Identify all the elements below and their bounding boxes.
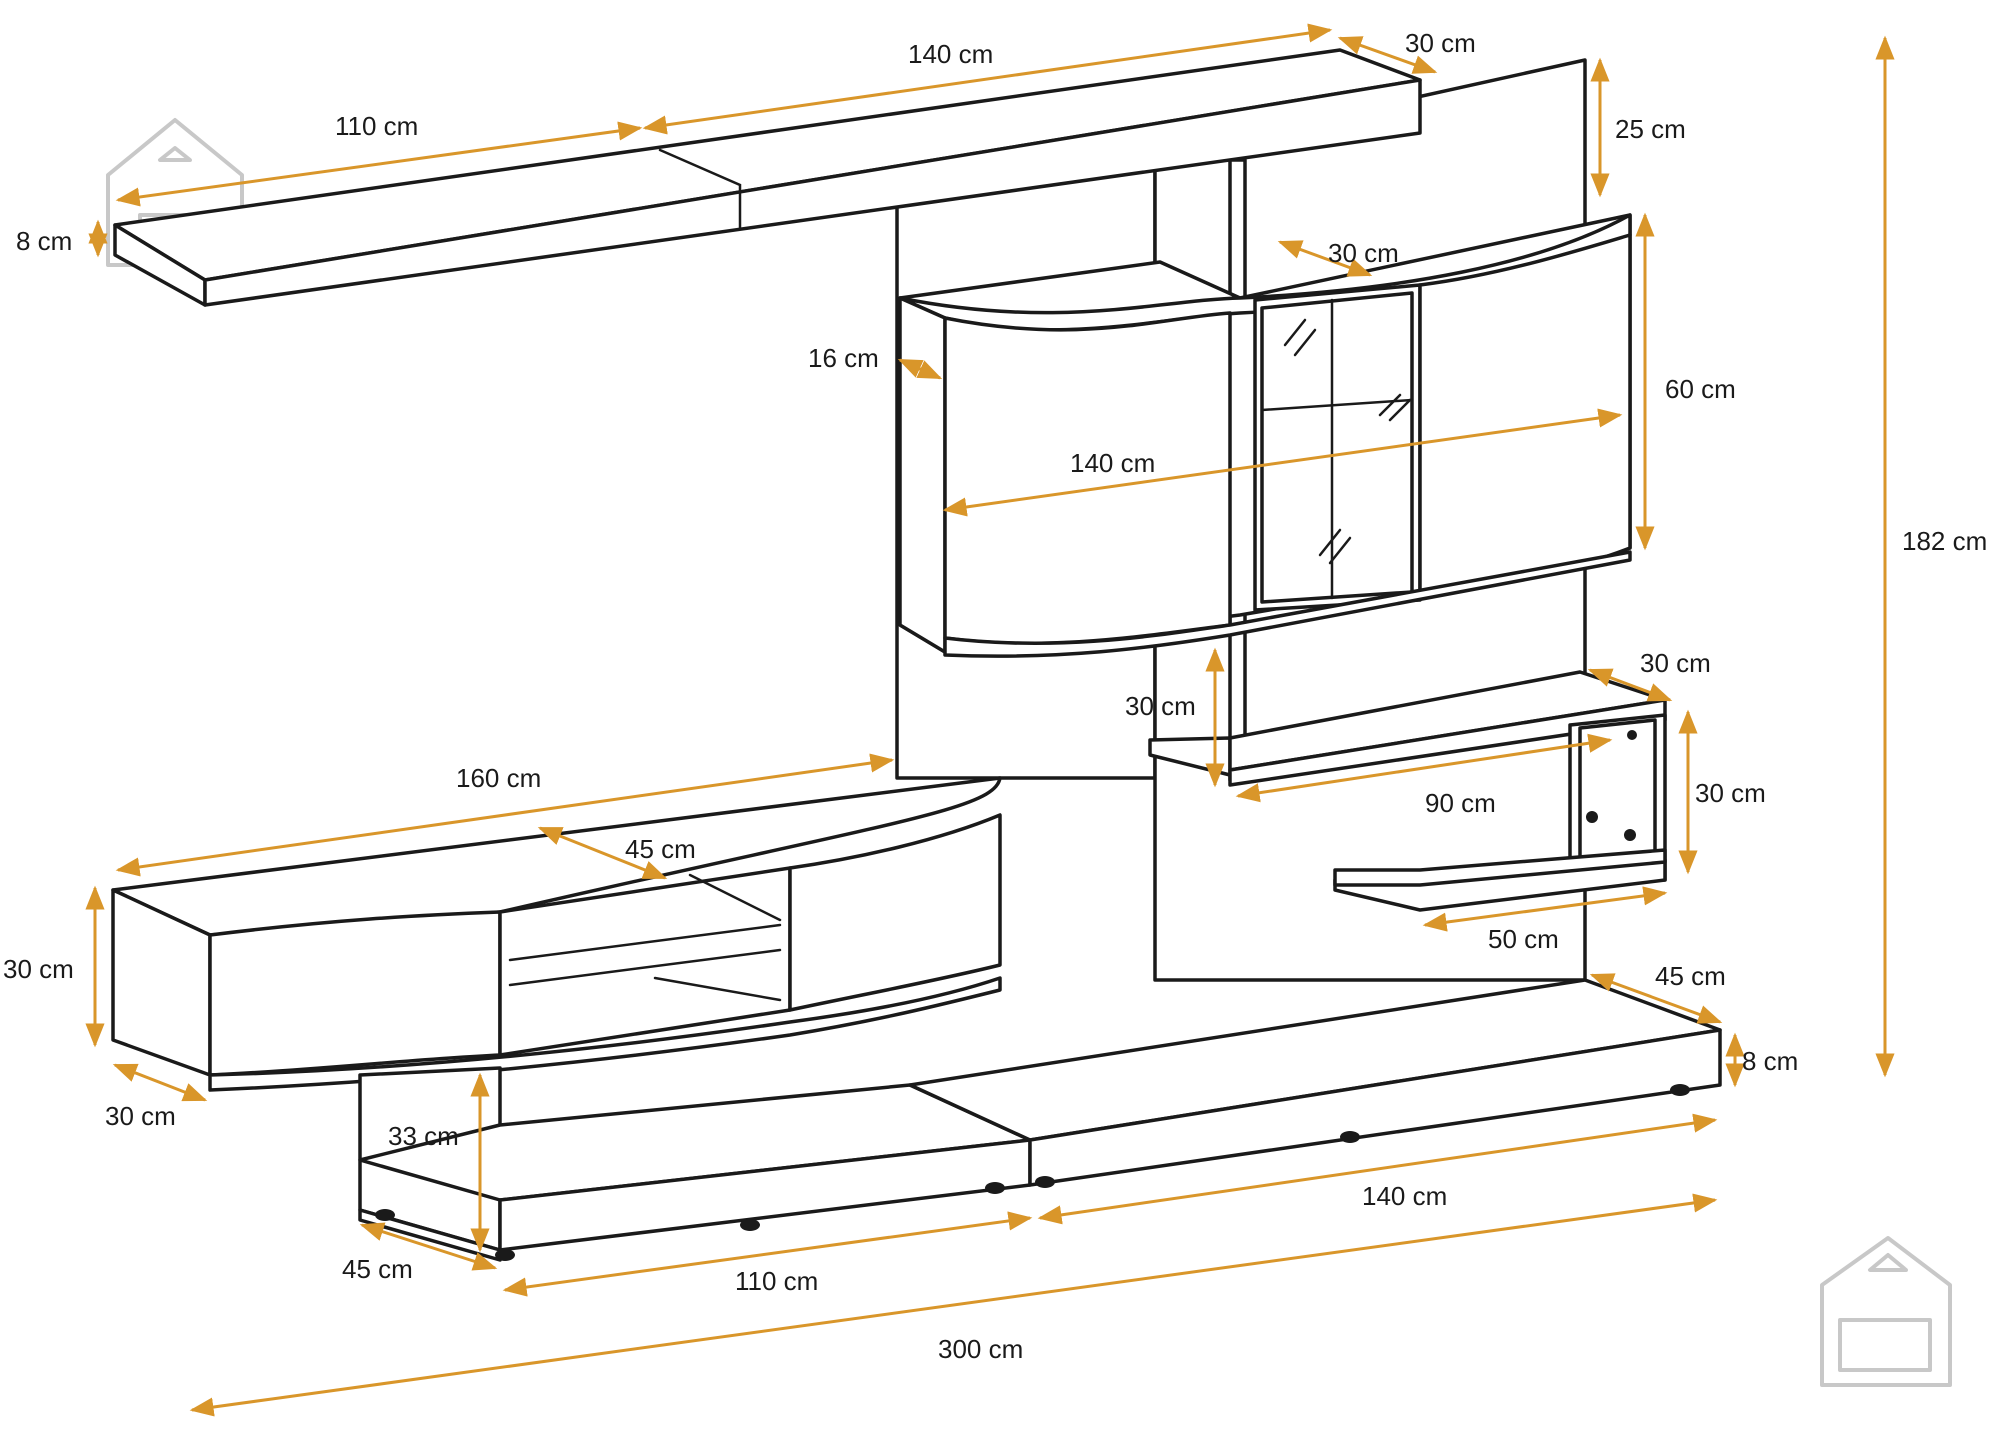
label-wall-shelf-length: 90 cm: [1425, 788, 1496, 818]
label-base-left-length: 110 cm: [735, 1266, 818, 1296]
label-wall-shelf-depth: 30 cm: [1640, 648, 1711, 678]
label-upper-cabinet-height: 60 cm: [1665, 374, 1736, 404]
label-upper-cabinet-side: 16 cm: [808, 343, 879, 373]
label-low-cabinet-height: 30 cm: [3, 954, 74, 984]
label-base-right-depth: 45 cm: [1655, 961, 1726, 991]
label-top-shelf-depth: 30 cm: [1405, 28, 1476, 58]
label-low-cabinet-length: 160 cm: [456, 763, 541, 793]
label-base-left-height: 33 cm: [388, 1121, 459, 1151]
label-base-right-thickness: 8 cm: [1742, 1046, 1798, 1076]
label-upper-cabinet-length: 140 cm: [1070, 448, 1155, 478]
label-top-shelf-right-length: 140 cm: [908, 39, 993, 69]
low-cabinet: [111, 776, 1002, 1092]
dimension-lines: [85, 23, 1895, 1417]
dimension-labels: 140 cm 30 cm 110 cm 8 cm 25 cm 30 cm 16 …: [3, 28, 1987, 1364]
label-top-shelf-thickness: 8 cm: [16, 226, 72, 256]
label-top-shelf-left-length: 110 cm: [335, 111, 418, 141]
label-base-right-length: 140 cm: [1362, 1181, 1447, 1211]
label-wall-shelf-gap: 30 cm: [1125, 691, 1196, 721]
label-low-cabinet-depth: 45 cm: [625, 834, 696, 864]
label-wall-shelf-height: 30 cm: [1695, 778, 1766, 808]
watermark-logo-bottom: [1820, 1236, 1952, 1387]
label-base-left-depth: 45 cm: [342, 1254, 413, 1284]
label-small-shelf-length: 50 cm: [1488, 924, 1559, 954]
label-panel-gap: 25 cm: [1615, 114, 1686, 144]
label-upper-cabinet-depth: 30 cm: [1328, 238, 1399, 268]
label-total-height: 182 cm: [1902, 526, 1987, 556]
label-total-length: 300 cm: [938, 1334, 1023, 1364]
label-low-cabinet-side-depth: 30 cm: [105, 1101, 176, 1131]
